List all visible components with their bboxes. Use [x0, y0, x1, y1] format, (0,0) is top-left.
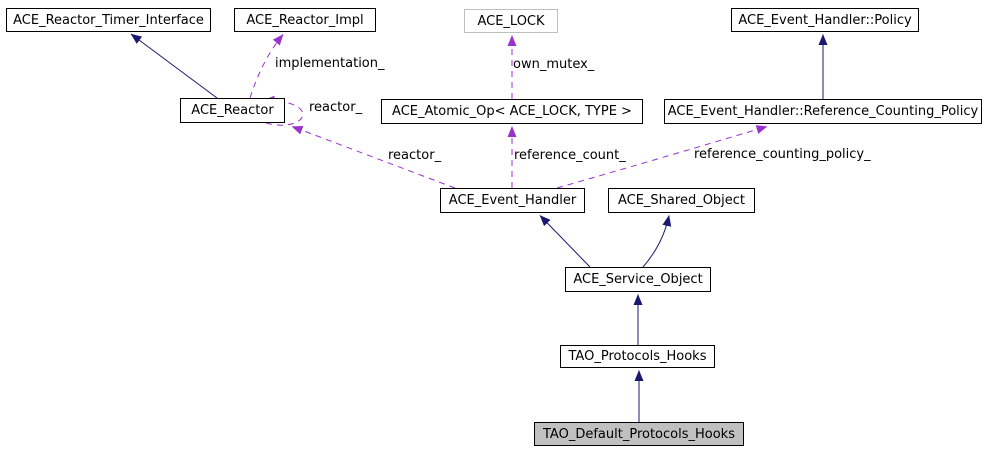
- node-ace-lock: ACE_LOCK: [464, 9, 558, 33]
- node-ace-reactor-impl[interactable]: ACE_Reactor_Impl: [234, 8, 376, 32]
- edge-label-own-mutex: own_mutex_: [513, 57, 595, 72]
- node-ace-event-handler-policy[interactable]: ACE_Event_Handler::Policy: [731, 8, 919, 32]
- edge-usage-implementation: [249, 34, 284, 99]
- node-ace-event-handler[interactable]: ACE_Event_Handler: [440, 188, 585, 213]
- edge-label-reactor-self: reactor_: [309, 100, 363, 115]
- node-ace-reactor[interactable]: ACE_Reactor: [180, 98, 285, 123]
- node-ace-service-object[interactable]: ACE_Service_Object: [565, 267, 711, 292]
- node-tao-default-protocols-hooks: TAO_Default_Protocols_Hooks: [534, 422, 744, 446]
- edge-inherit-service-object-to-shared-object: [642, 215, 672, 268]
- edge-inherit-reactor-to-timer-interface: [130, 33, 218, 99]
- edge-label-reference-counting-policy: reference_counting_policy_: [694, 147, 871, 162]
- node-tao-protocols-hooks[interactable]: TAO_Protocols_Hooks: [560, 345, 715, 368]
- node-ace-atomic-op[interactable]: ACE_Atomic_Op< ACE_LOCK, TYPE >: [381, 99, 643, 124]
- edge-label-reference-count: reference_count_: [514, 148, 626, 163]
- node-ace-reactor-timer-interface[interactable]: ACE_Reactor_Timer_Interface: [6, 8, 211, 32]
- edge-usage-reference-counting-policy: [556, 125, 768, 189]
- edge-label-implementation: implementation_: [275, 56, 385, 71]
- edge-label-reactor: reactor_: [388, 148, 442, 163]
- node-ace-shared-object[interactable]: ACE_Shared_Object: [608, 188, 755, 213]
- node-ace-event-handler-reference-counting-policy[interactable]: ACE_Event_Handler::Reference_Counting_Po…: [664, 99, 982, 124]
- edge-inherit-service-object-to-event-handler: [539, 215, 591, 268]
- edge-usage-reactor: [291, 125, 456, 189]
